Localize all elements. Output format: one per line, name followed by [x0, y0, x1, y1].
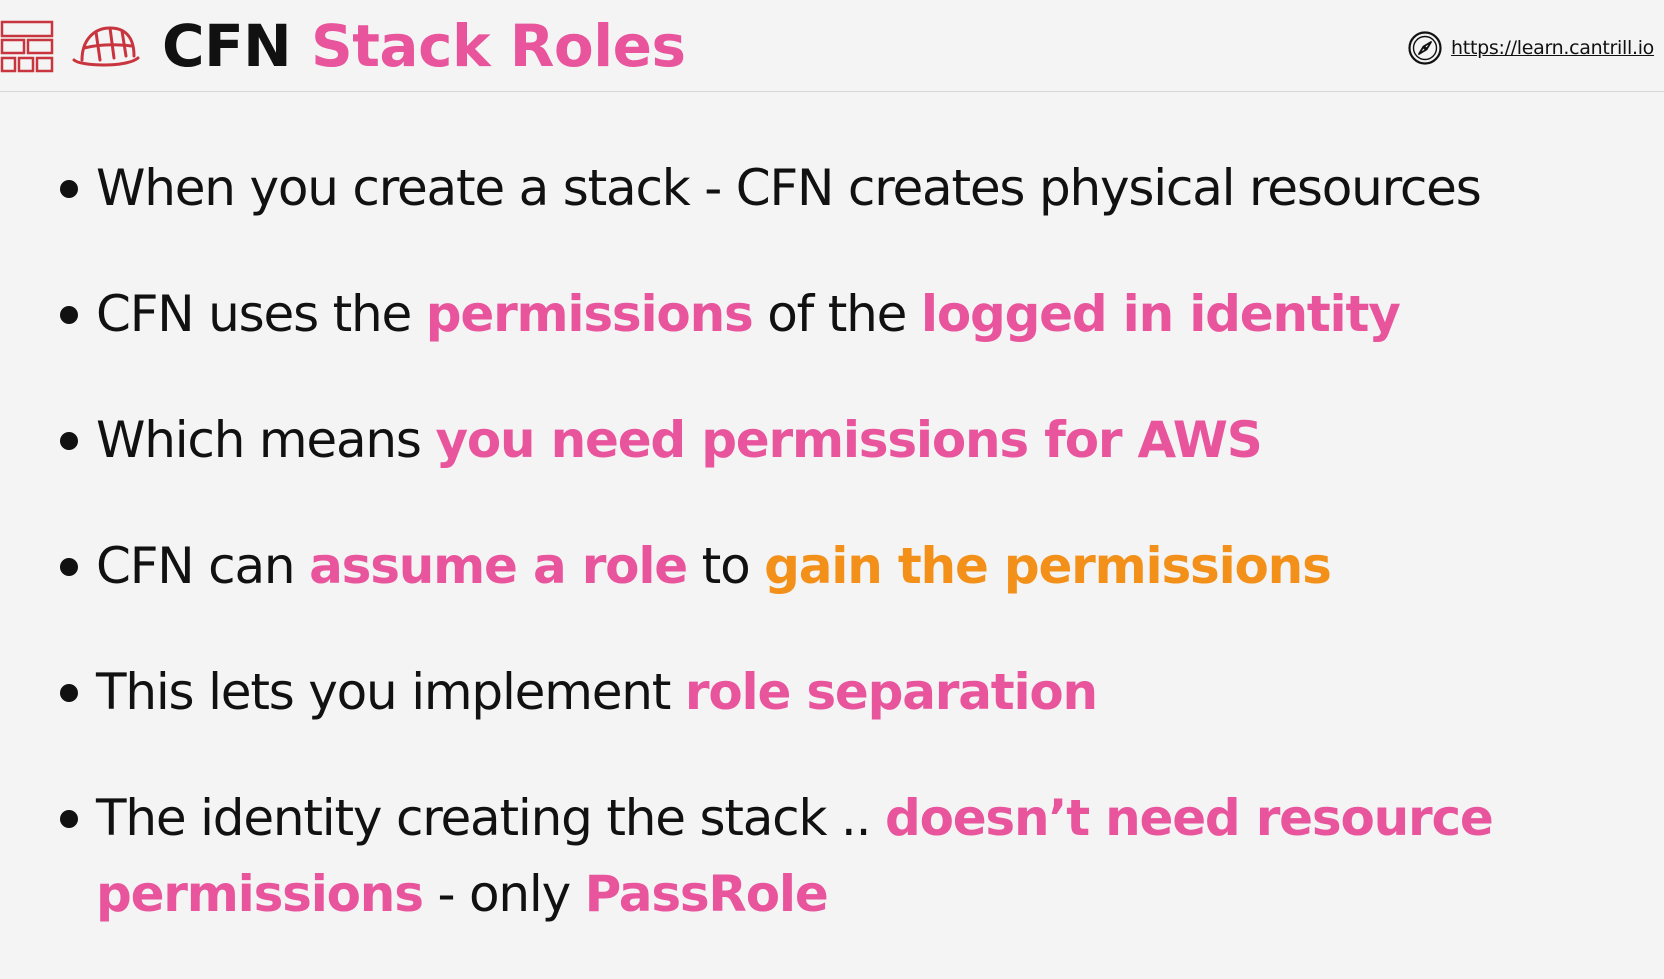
slide-header: CFN Stack Roles https://learn.cantrill.i…	[0, 0, 1664, 92]
bullet-text: to	[686, 537, 765, 595]
site-link-group[interactable]: https://learn.cantrill.io	[1407, 28, 1654, 68]
page-title: CFN Stack Roles	[162, 10, 686, 82]
title-highlight: Stack Roles	[310, 12, 686, 80]
bullet-highlight: PassRole	[584, 865, 829, 923]
bullet-dot	[60, 810, 78, 828]
bullet-text: The identity creating the stack ..	[96, 789, 885, 847]
bullet-text: of the	[752, 285, 921, 343]
bullet-text: CFN uses the	[96, 285, 426, 343]
bullet-text: This lets you implement	[96, 663, 685, 721]
title-prefix: CFN	[162, 12, 292, 80]
bullet-text: CFN can	[96, 537, 310, 595]
bullet-highlight: doesn’t need resource permissions	[96, 789, 1494, 923]
bullet-item: The identity creating the stack .. doesn…	[58, 780, 1656, 932]
bullet-dot	[60, 684, 78, 702]
compass-icon	[1408, 31, 1442, 65]
bullet-highlight: gain the permissions	[764, 537, 1332, 595]
bullet-dot	[60, 306, 78, 324]
bullet-highlight: assume a role	[309, 537, 688, 595]
bullet-item: This lets you implement role separation	[58, 654, 1638, 730]
site-link[interactable]: https://learn.cantrill.io	[1451, 37, 1654, 59]
bullet-item: CFN uses the permissions of the logged i…	[58, 276, 1638, 352]
bullet-text: Which means	[96, 411, 436, 469]
bullet-highlight: permissions	[425, 285, 754, 343]
bullet-dot	[60, 180, 78, 198]
bullet-dot	[60, 432, 78, 450]
bullet-item: CFN can assume a role to gain the permis…	[58, 528, 1638, 604]
bullet-text: - only	[422, 865, 585, 923]
bullet-highlight: you need permissions for AWS	[435, 411, 1262, 469]
bullet-item: When you create a stack - CFN creates ph…	[58, 150, 1638, 226]
bullet-highlight: logged in identity	[920, 285, 1401, 343]
bullet-list: When you create a stack - CFN creates ph…	[58, 150, 1638, 979]
category-grid-icon	[0, 20, 54, 73]
bullet-highlight: role separation	[684, 663, 1098, 721]
bullet-dot	[60, 558, 78, 576]
bullet-item: Which means you need permissions for AWS	[58, 402, 1638, 478]
helmet-icon	[72, 26, 140, 67]
bullet-text: When you create a stack - CFN creates ph…	[96, 159, 1482, 217]
